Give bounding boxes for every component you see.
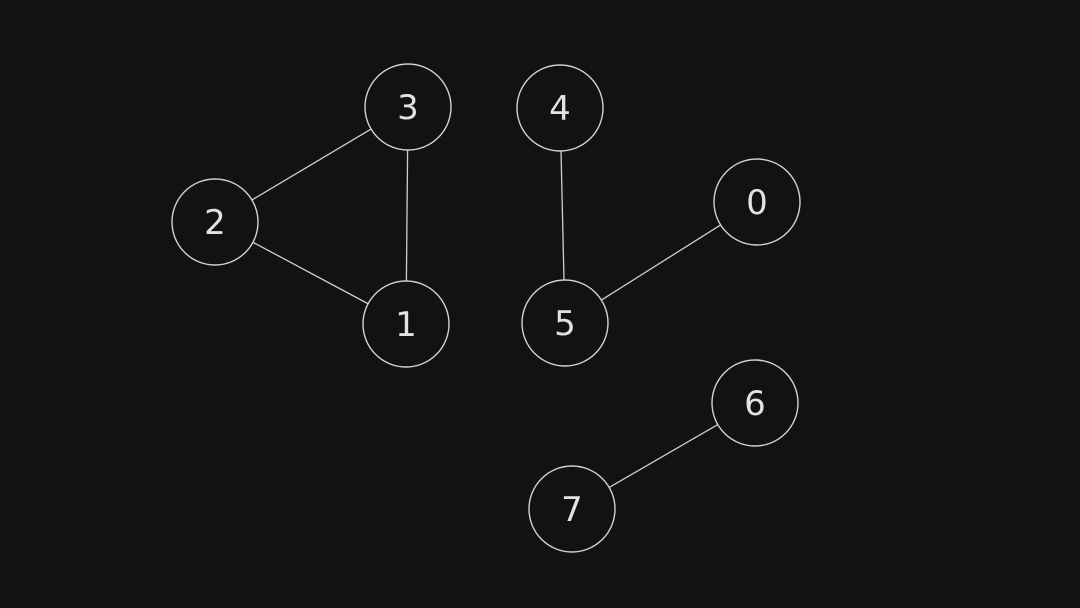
node-label-1: 1: [395, 305, 417, 345]
node-circle-4: [516, 64, 604, 152]
node-label-6: 6: [744, 384, 766, 424]
node-label-7: 7: [561, 490, 583, 530]
edges-layer: [251, 128, 721, 489]
node-circle-7: [528, 465, 616, 553]
node-circle-3: [364, 63, 452, 151]
node-label-5: 5: [554, 304, 576, 344]
node-label-4: 4: [549, 89, 571, 129]
node-circle-6: [711, 359, 799, 447]
node-2: 2: [171, 178, 259, 266]
edge-4-5: [560, 150, 565, 281]
node-7: 7: [528, 465, 616, 553]
edge-2-3: [251, 128, 372, 201]
node-circle-2: [171, 178, 259, 266]
node-label-3: 3: [397, 88, 419, 128]
node-circle-1: [362, 280, 450, 368]
node-6: 6: [711, 359, 799, 447]
node-4: 4: [516, 64, 604, 152]
node-label-2: 2: [204, 203, 226, 243]
node-3: 3: [364, 63, 452, 151]
nodes-layer: 0 1 2 3 4 5 6 7: [171, 63, 801, 553]
edge-2-1: [252, 241, 369, 305]
edge-3-1: [405, 149, 409, 282]
node-5: 5: [521, 279, 609, 367]
node-label-0: 0: [746, 183, 768, 223]
node-0: 0: [713, 158, 801, 246]
node-circle-5: [521, 279, 609, 367]
edge-6-7: [608, 423, 719, 489]
edge-5-0: [601, 224, 721, 301]
node-circle-0: [713, 158, 801, 246]
node-1: 1: [362, 280, 450, 368]
